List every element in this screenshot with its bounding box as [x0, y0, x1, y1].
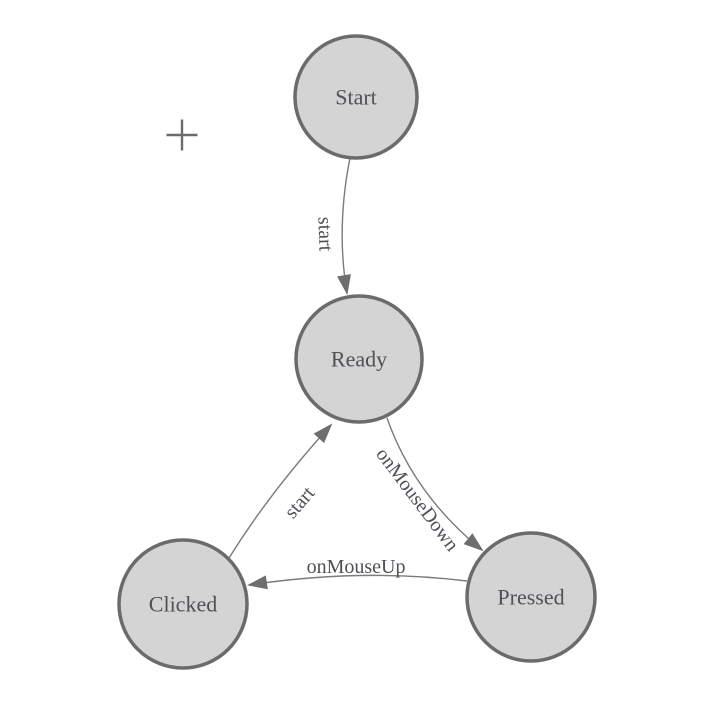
edge-pressed-clicked[interactable]: [247, 574, 468, 590]
node-label-start: Start: [335, 85, 377, 110]
edge-label-start-ready: start: [313, 216, 336, 252]
node-label-ready: Ready: [331, 347, 387, 372]
edge-ready-pressed[interactable]: [386, 417, 484, 552]
node-pressed[interactable]: [465, 531, 597, 663]
node-clicked[interactable]: [117, 538, 249, 670]
crosshair-cursor-icon: [166, 119, 198, 151]
edge-label-clicked-ready: start: [280, 482, 319, 523]
edge-clicked-ready[interactable]: [228, 423, 333, 559]
node-start[interactable]: [293, 34, 419, 160]
edge-label-ready-pressed: onMouseDown: [371, 444, 463, 556]
node-label-pressed: Pressed: [497, 585, 564, 610]
edges-layer: [228, 157, 484, 590]
nodes-layer: [117, 34, 597, 670]
node-ready[interactable]: [294, 294, 424, 424]
overlay-layer: [166, 119, 198, 151]
edge-label-pressed-clicked: onMouseUp: [307, 556, 406, 578]
edge-start-ready[interactable]: [337, 157, 351, 295]
node-label-clicked: Clicked: [149, 592, 217, 617]
